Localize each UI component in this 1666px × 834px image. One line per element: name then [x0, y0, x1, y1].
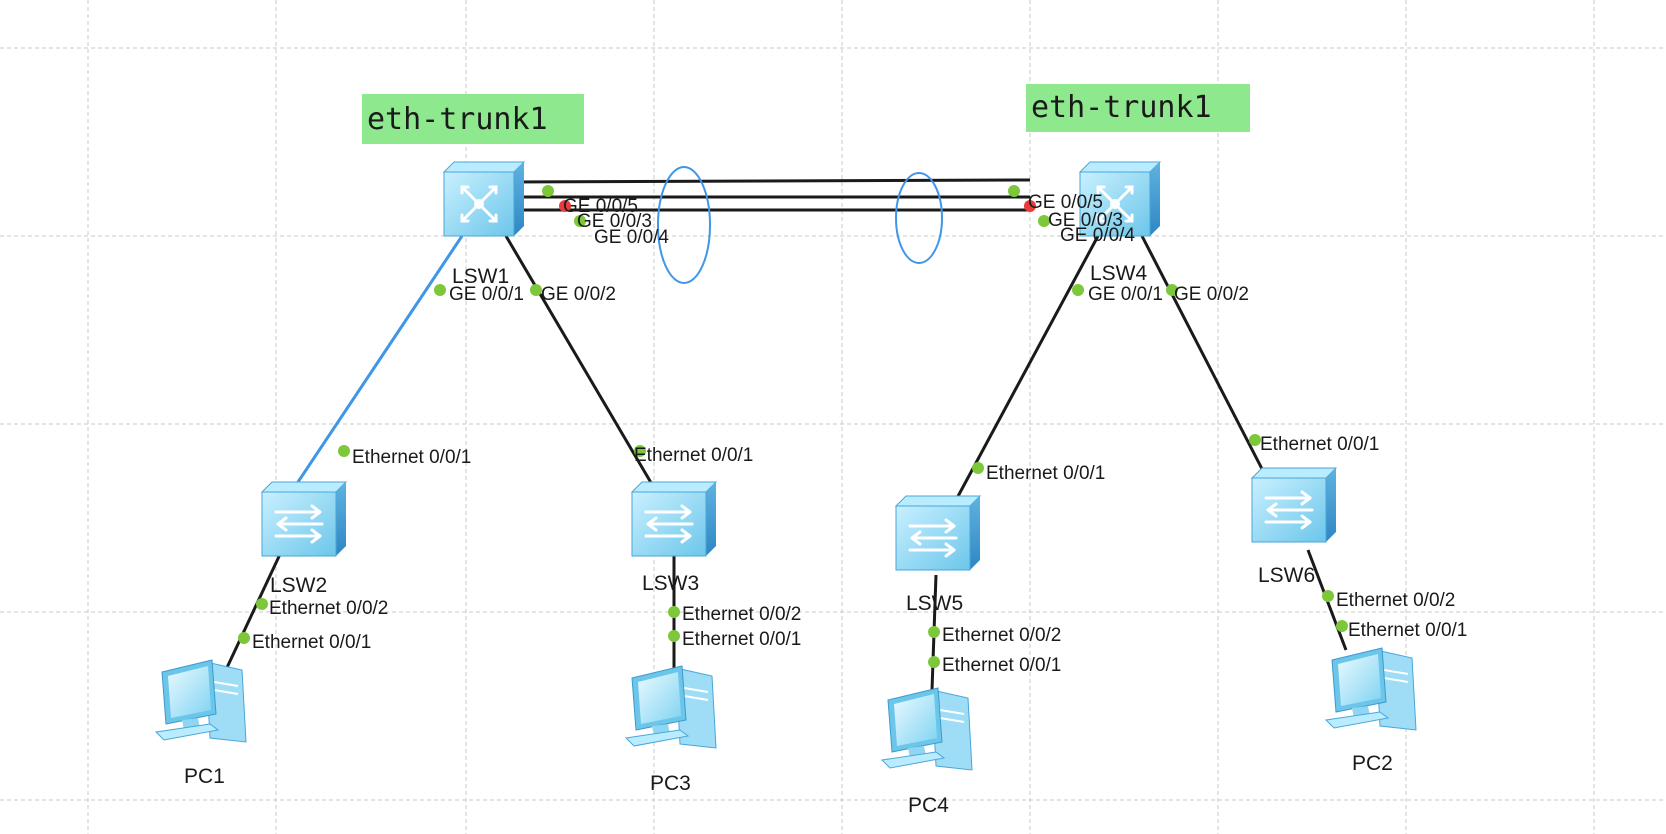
link-lsw4-lsw5[interactable] — [954, 235, 1100, 501]
lsw5-e2-label: Ethernet 0/0/2 — [942, 625, 1061, 646]
lag-ring-right — [895, 172, 943, 264]
pc2-computer-icon[interactable] — [1325, 647, 1417, 731]
lsw4-ge005-label: GE 0/0/5 — [1028, 192, 1103, 213]
link-lsw4-lsw6[interactable] — [1140, 235, 1280, 501]
pc4-e1-label: Ethernet 0/0/1 — [942, 655, 1061, 676]
lsw5-e1-label: Ethernet 0/0/1 — [986, 463, 1105, 484]
link-lsw1-lsw2[interactable] — [272, 235, 464, 519]
pc1-e1-label: Ethernet 0/0/1 — [252, 632, 371, 653]
lsw2-label: LSW2 — [270, 574, 327, 597]
port-up-dot — [928, 626, 940, 638]
pc2-e1-label: Ethernet 0/0/1 — [1348, 620, 1467, 641]
port-up-dot — [1072, 284, 1084, 296]
port-up-dot — [668, 606, 680, 618]
port-up-dot — [1336, 620, 1348, 632]
link-trunk-ge005[interactable] — [499, 178, 1031, 184]
port-up-dot — [1249, 434, 1261, 446]
port-indicators — [238, 185, 1348, 668]
lsw3-e1-label: Ethernet 0/0/1 — [634, 445, 753, 466]
lsw1-label: LSW1 — [452, 265, 509, 288]
lsw1-ge002-label: GE 0/0/2 — [541, 284, 616, 305]
port-up-dot — [1038, 215, 1050, 227]
pc2-label: PC2 — [1352, 752, 1393, 775]
port-labels: GE 0/0/5 GE 0/0/3 GE 0/0/4 GE 0/0/1 GE 0… — [252, 192, 1467, 676]
port-up-dot — [434, 284, 446, 296]
port-down-dot — [1024, 200, 1036, 212]
lsw4-ge002-label: GE 0/0/2 — [1174, 284, 1249, 305]
lsw1-ge004-label: GE 0/0/4 — [594, 227, 669, 248]
pc3-e1-label: Ethernet 0/0/1 — [682, 629, 801, 650]
eth-trunk-note-left[interactable] — [362, 94, 584, 144]
lsw4-ge004-label: GE 0/0/4 — [1060, 225, 1135, 246]
port-up-dot — [256, 598, 268, 610]
links — [222, 178, 1348, 691]
lag-ring-left — [657, 166, 711, 284]
lsw6-label: LSW6 — [1258, 564, 1315, 587]
pc4-label: PC4 — [908, 794, 949, 817]
link-lsw2-pc1[interactable] — [222, 549, 284, 675]
port-up-dot — [1322, 590, 1334, 602]
lsw1-ge005-label: GE 0/0/5 — [563, 196, 638, 217]
eth-trunk-note-right[interactable] — [1026, 84, 1250, 132]
lsw6-switch-icon[interactable] — [1250, 466, 1338, 544]
eth-trunk-note-right-text: eth-trunk1 — [1031, 90, 1212, 125]
lsw4-label: LSW4 — [1090, 262, 1148, 285]
port-up-dot — [928, 656, 940, 668]
lsw6-e1-label: Ethernet 0/0/1 — [1260, 434, 1379, 455]
port-up-dot — [530, 284, 542, 296]
lsw2-e2-label: Ethernet 0/0/2 — [269, 598, 388, 619]
port-up-dot — [634, 445, 646, 457]
port-up-dot — [1166, 284, 1178, 296]
port-up-dot — [972, 462, 984, 474]
pc1-computer-icon[interactable] — [155, 659, 247, 743]
port-up-dot — [668, 630, 680, 642]
link-lsw1-lsw3[interactable] — [504, 235, 662, 499]
lsw2-switch-icon[interactable] — [260, 480, 348, 558]
port-down-dot — [559, 200, 571, 212]
pc3-computer-icon[interactable] — [625, 665, 717, 749]
pc3-label: PC3 — [650, 772, 691, 795]
pc4-computer-icon[interactable] — [881, 687, 973, 771]
pc1-label: PC1 — [184, 765, 225, 788]
lsw5-label: LSW5 — [906, 592, 963, 615]
eth-trunk-note-left-text: eth-trunk1 — [367, 102, 548, 137]
lsw4-ge001-label: GE 0/0/1 — [1088, 284, 1163, 305]
port-up-dot — [238, 632, 250, 644]
port-up-dot — [1008, 185, 1020, 197]
lsw1-switch-icon[interactable] — [442, 160, 526, 238]
lsw5-switch-icon[interactable] — [894, 494, 982, 572]
lsw1-ge001-label: GE 0/0/1 — [449, 284, 524, 305]
port-up-dot — [338, 445, 350, 457]
lsw4-ge003-label: GE 0/0/3 — [1048, 210, 1123, 231]
lsw3-label: LSW3 — [642, 572, 699, 595]
lsw2-e1-label: Ethernet 0/0/1 — [352, 447, 471, 468]
lsw1-ge003-label: GE 0/0/3 — [577, 211, 652, 232]
lsw6-e2-label: Ethernet 0/0/2 — [1336, 590, 1455, 611]
lsw3-switch-icon[interactable] — [630, 480, 718, 558]
lsw3-e2-label: Ethernet 0/0/2 — [682, 604, 801, 625]
port-up-dot — [574, 215, 586, 227]
port-up-dot — [542, 185, 554, 197]
device-labels: LSW1 LSW4 LSW2 LSW3 LSW5 LSW6 PC1 PC3 PC… — [184, 262, 1393, 817]
